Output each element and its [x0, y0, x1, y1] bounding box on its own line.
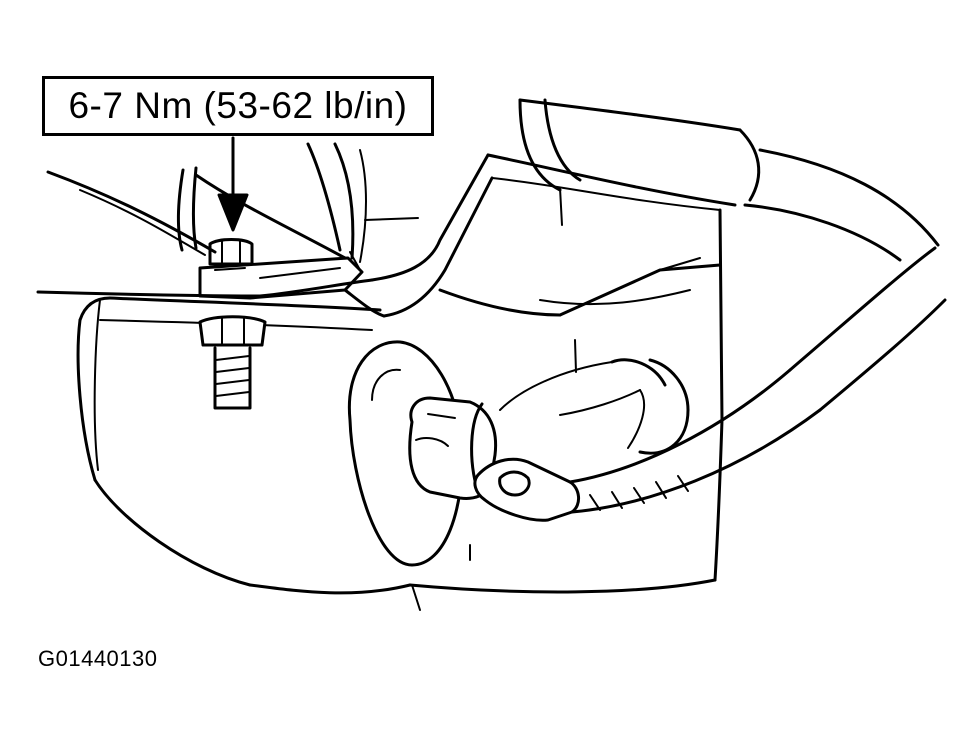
cover-housing	[78, 155, 735, 610]
torque-arrow	[219, 138, 247, 230]
mounting-bolt	[200, 240, 265, 409]
mounting-bracket	[200, 252, 384, 316]
upper-tube	[520, 100, 938, 260]
torque-callout: 6-7 Nm (53-62 lb/in)	[42, 76, 434, 136]
ground-cable	[475, 248, 945, 520]
torque-specification-label: 6-7 Nm (53-62 lb/in)	[68, 85, 408, 126]
figure-number: G01440130	[38, 646, 158, 671]
sensor-boss	[349, 342, 688, 565]
